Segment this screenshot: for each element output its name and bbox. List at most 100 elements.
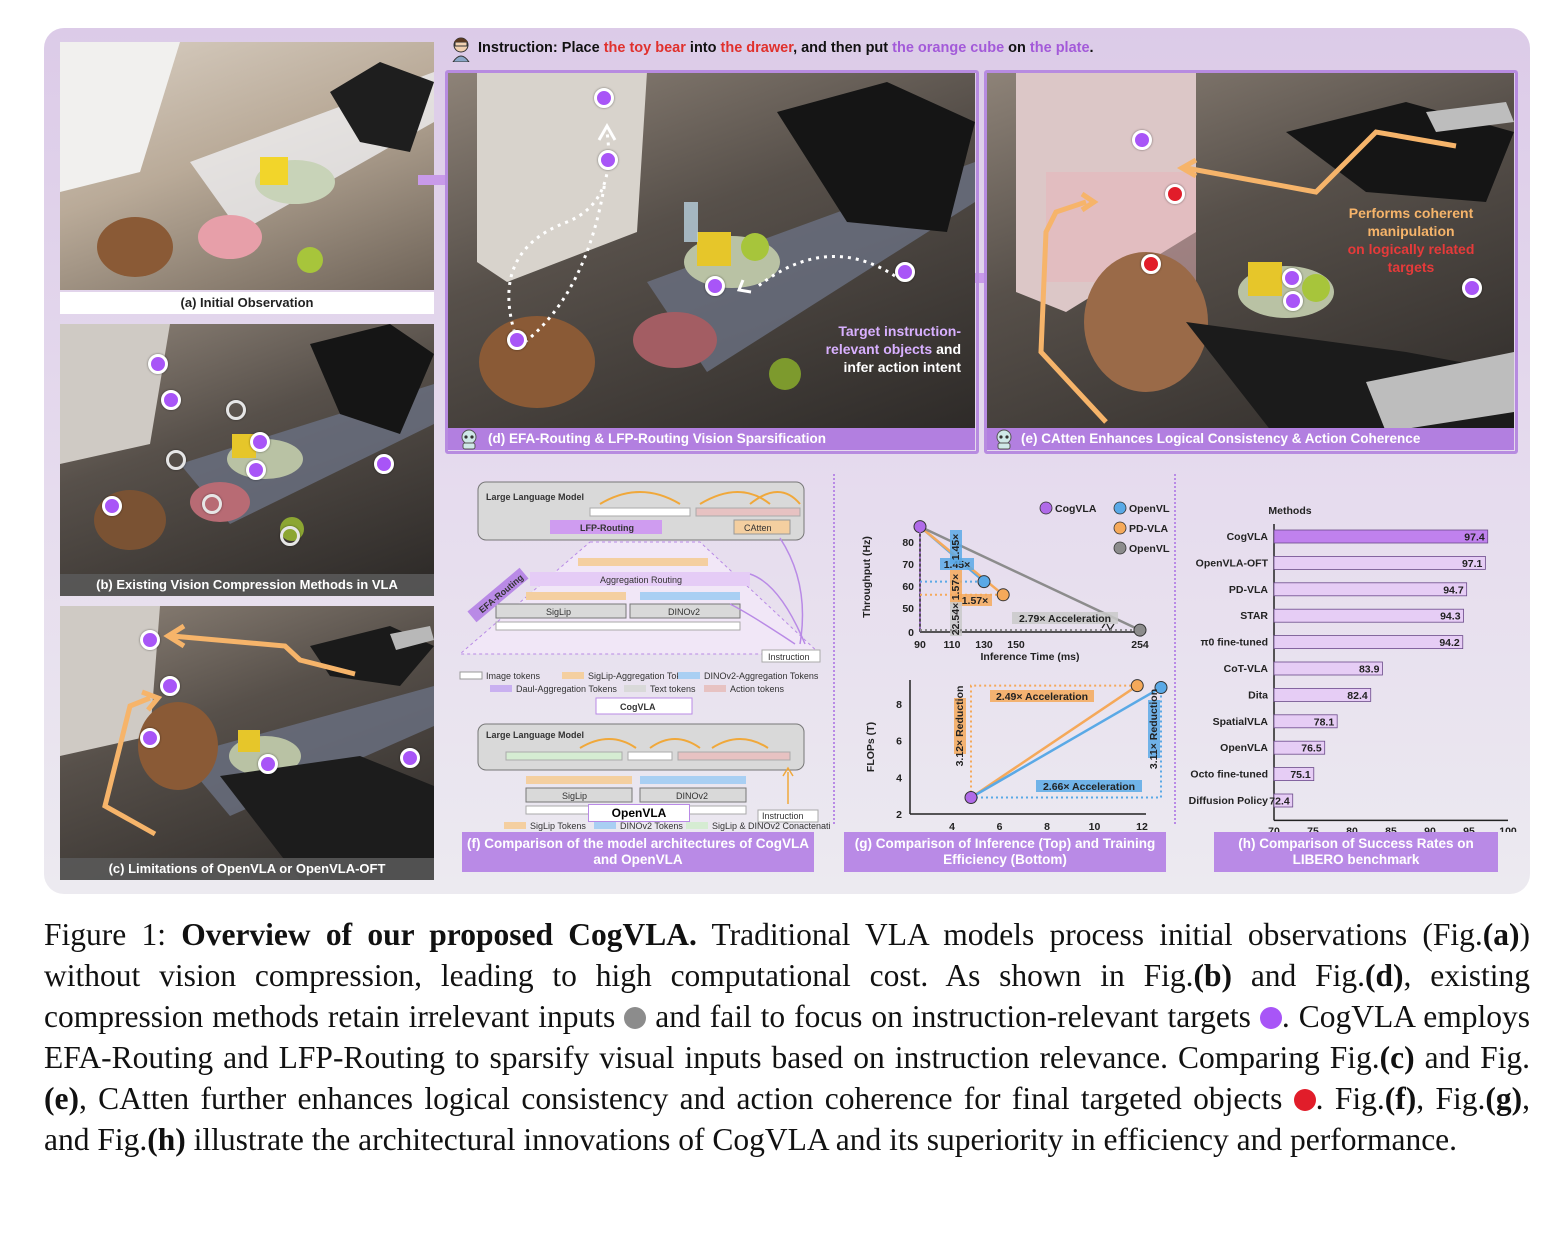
bar-category-label: Dita — [1248, 689, 1268, 701]
bottom-guide-line — [971, 687, 1162, 799]
axis-break-icon — [1101, 620, 1115, 632]
bottom-annotation: 3.11× Reduction — [1148, 689, 1160, 769]
user-avatar-icon — [450, 36, 472, 63]
bar-value-label: 94.2 — [1439, 637, 1460, 649]
top-x-tick: 150 — [1007, 639, 1025, 651]
bar — [1273, 661, 1383, 676]
aggregation-routing-label: Aggregation Routing — [600, 575, 682, 585]
panel-d-annotation: Target instruction- relevant objects and… — [825, 323, 961, 375]
top-point-cogvla — [913, 520, 927, 534]
top-y-tick: 60 — [902, 581, 914, 593]
irrelevant-dot — [226, 400, 246, 420]
bottom-y-tick: 2 — [896, 809, 902, 821]
bar — [1273, 687, 1372, 702]
bottom-guide-line — [970, 684, 1138, 798]
bar-value-label: 75.1 — [1290, 769, 1311, 781]
bar-category-label: OpenVLA — [1220, 742, 1268, 754]
instruction-text: Instruction: Place the toy bear into the… — [478, 40, 1094, 56]
lfp-routing-label: LFP-Routing — [580, 523, 634, 533]
top-annotation: 1.57× — [962, 595, 989, 607]
bar — [1273, 608, 1464, 623]
bar-category-label: STAR — [1240, 610, 1268, 622]
bar-x-tick: 90 — [1424, 825, 1436, 832]
panel-e-annotation: Performs coherent manipulation on logica… — [1347, 205, 1475, 275]
relevant-dot — [705, 276, 725, 296]
bar-value-label: 78.1 — [1314, 716, 1335, 728]
top-annotation-box — [958, 594, 992, 606]
bar-value-label: 72.4 — [1269, 796, 1290, 808]
bar — [1273, 740, 1326, 755]
bottom-point-pd-vla — [1130, 679, 1144, 693]
bar — [1273, 556, 1486, 570]
bar-value-label: 97.1 — [1462, 558, 1483, 570]
top-x-tick: 90 — [914, 639, 926, 651]
relevant-dot — [895, 262, 915, 282]
instruction-label: Instruction — [768, 652, 810, 662]
top-annotation-box — [950, 570, 962, 604]
dino-label: DINOv2 — [668, 607, 700, 617]
top-y-tick: 80 — [902, 537, 914, 549]
irrelevant-dot — [280, 526, 300, 546]
bar-value-label: 82.4 — [1347, 690, 1368, 702]
openvla-instruction-label: Instruction — [762, 811, 804, 821]
relevant-dot — [140, 728, 160, 748]
separator — [833, 474, 835, 824]
photo-existing-compression — [60, 324, 434, 596]
bar-x-tick: 85 — [1385, 825, 1397, 832]
caption-panel-a: (a) Initial Observation — [60, 292, 434, 314]
photo-catten-coherence: Performs coherent manipulation on logica… — [986, 72, 1514, 450]
top-point-openvla — [1133, 623, 1147, 637]
top-annotation-box — [950, 602, 962, 636]
relevant-dot — [160, 676, 180, 696]
top-y-tick: 70 — [902, 559, 914, 571]
legend-action-tokens: Action tokens — [730, 684, 785, 694]
llm-label: Large Language Model — [486, 492, 584, 502]
architecture-diagram: Large Language Model LFP-Routing CAtten … — [458, 481, 830, 831]
bar-category-label: Octo fine-tuned — [1190, 769, 1268, 781]
relevant-dot — [1132, 130, 1152, 150]
bar-category-label: OpenVLA-OFT — [1196, 557, 1269, 569]
target-dot — [1165, 184, 1185, 204]
relevant-dot — [594, 88, 614, 108]
bottom-x-tick: 6 — [997, 821, 1003, 832]
bottom-x-tick: 4 — [949, 821, 955, 832]
caption-panel-d: (d) EFA-Routing & LFP-Routing Vision Spa… — [448, 428, 975, 450]
purple-dot-icon — [1259, 1007, 1282, 1029]
legend-label: OpenVLA-OFT — [1129, 503, 1170, 515]
robot-icon — [991, 428, 1017, 450]
relevant-dot — [400, 748, 420, 768]
bar-value-label: 97.4 — [1464, 532, 1485, 544]
bottom-annotation-box — [954, 698, 966, 754]
bar-value-label: 76.5 — [1301, 743, 1322, 755]
top-annotation: 1.45× — [950, 534, 962, 561]
panel-d-frame — [445, 70, 979, 454]
bar-x-tick: 95 — [1463, 825, 1475, 832]
caption-panel-h: (h) Comparison of Success Rates on LIBER… — [1214, 832, 1498, 872]
top-x-label: Inference Time (ms) — [980, 651, 1079, 663]
bottom-annotation: 2.66× Acceleration — [1043, 781, 1135, 793]
cogvla-arch-title: CogVLA — [620, 702, 656, 712]
bottom-x-tick: 10 — [1089, 821, 1101, 832]
openvla-llm-label: Large Language Model — [486, 730, 584, 740]
top-annotation: 1.57× — [950, 574, 962, 601]
bottom-annotation-box — [990, 690, 1094, 702]
relevant-dot — [258, 754, 278, 774]
legend-label: OpenVLA — [1129, 543, 1170, 555]
panel-e-frame — [984, 70, 1518, 454]
bottom-y-tick: 8 — [896, 699, 902, 711]
relevant-dot — [161, 390, 181, 410]
legend-marker — [1113, 521, 1127, 535]
top-x-tick: 254 — [1131, 639, 1149, 651]
top-y-label: Throughput (Hz) — [861, 536, 873, 618]
photo-initial-observation — [60, 42, 434, 290]
bar-x-tick: 100 — [1499, 825, 1517, 832]
bar-x-tick: 70 — [1268, 825, 1280, 832]
bar-category-label: π0 fine-tuned — [1200, 637, 1268, 649]
bottom-x-tick: 12 — [1136, 821, 1148, 832]
legend-dino-aggregation: DINOv2-Aggregation Tokens — [704, 671, 819, 681]
irrelevant-dot — [202, 494, 222, 514]
bar-category-label: CogVLA — [1227, 531, 1269, 543]
top-point-pd-vla — [996, 588, 1010, 602]
caption-panel-g: (g) Comparison of Inference (Top) and Tr… — [844, 832, 1166, 872]
